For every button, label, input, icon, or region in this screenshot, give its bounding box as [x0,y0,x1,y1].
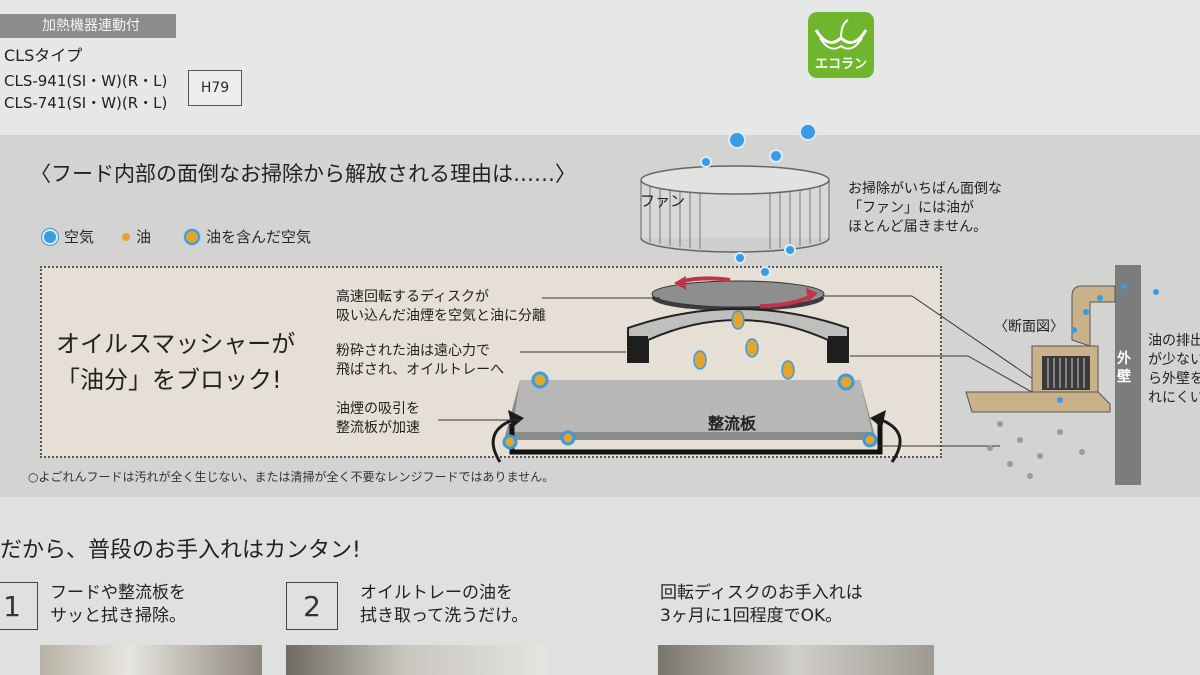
legend-air: 空気 [42,226,94,247]
legend-label: 空気 [64,228,95,246]
outer-wall-label: 外壁 [1117,351,1131,385]
model-number: CLS-941(SI・W)(R・L) [4,72,168,90]
legend-oily-air: 油を含んだ空気 [184,226,311,247]
eco-label: エコラン [814,57,867,72]
plate-label: 整流板 [708,414,757,433]
step-text: 回転ディスクのお手入れは 3ヶ月に1回程度でOK。 [660,583,863,626]
step-text: フードや整流板を サッと拭き掃除。 [50,583,186,626]
cross-section-label: 〈断面図〉 [994,319,1064,335]
care-heading: だから、普段のお手入れはカンタン! [0,538,361,563]
air-dot-icon [42,228,58,245]
legend-oil: 油 [122,226,151,247]
rotating-disk-icon [651,276,825,311]
cleaning-photo [40,645,262,675]
fan-label: ファン [640,192,686,210]
cleaning-photo [286,645,548,675]
plate-callout: 油煙の吸引を 整流板が加速 [336,401,420,436]
oil-dot-icon [122,232,130,241]
step-number: 1 [0,582,38,630]
fan-icon [640,165,830,253]
category-tag: 加熱機器連動付 [0,14,176,38]
legend-label: 油 [136,228,152,246]
tray-callout: 粉砕された油は遠心力で 飛ばされ、オイルトレーへ [336,343,505,378]
model-number: CLS-741(SI・W)(R・L) [4,94,168,112]
cleaning-photo [658,645,934,675]
type-label: CLSタイプ [4,46,83,65]
height-badge: H79 [188,70,242,106]
oily-air-dot-icon [502,371,878,450]
header-area [0,0,1200,135]
disclaimer-footnote: ○よごれんフードは汚れが全く生じない、または清掃が全く不要なレンジフードではあり… [28,470,555,484]
rectifier-plate-icon [504,380,883,455]
legend-label: 油を含んだ空気 [206,228,312,246]
arrow-head-icon [870,410,886,428]
cross-section-diagram [965,265,1159,485]
side-note: 油の排出 が少ない ら外壁を れにくい [1148,333,1200,406]
disk-callout: 高速回転するディスクが 吸い込んだ油煙を空気と油に分離 [336,289,546,324]
oily-air-dot-icon [184,228,200,245]
oil-tray-icon [627,308,849,363]
step-number: 2 [286,582,338,630]
arrow-head-icon [508,410,524,428]
leaf-icon [814,19,868,50]
brand-message: オイルスマッシャーが 「油分」をブロック! [56,330,296,394]
diagram-headline: 〈フード内部の面倒なお掃除から解放される理由は……〉 [30,162,576,186]
eco-logo: エコラン [808,12,874,78]
fan-note: お掃除がいちばん面倒な 「ファン」には油が ほとんど届きません。 [848,181,1002,235]
step-text: オイルトレーの油を 拭き取って洗うだけ。 [360,583,529,626]
